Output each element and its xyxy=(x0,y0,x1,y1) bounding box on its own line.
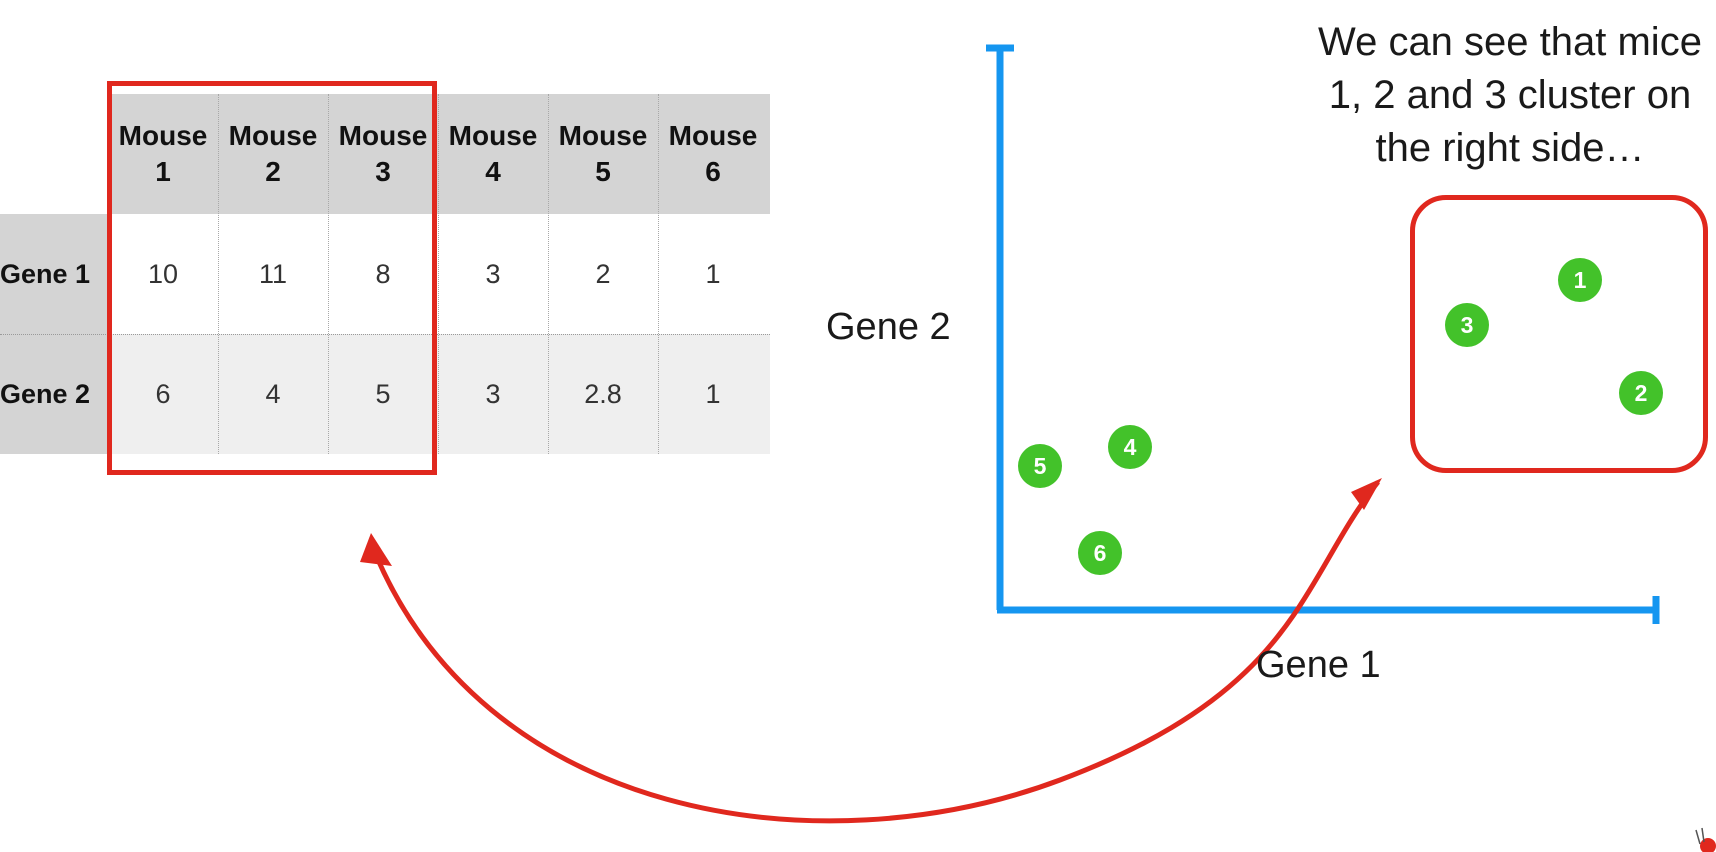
table-cell: 2 xyxy=(595,258,611,289)
point-mouse-1: 1 xyxy=(1558,258,1602,302)
table-cell: 5 xyxy=(375,378,391,409)
mice-1-3-highlight-box xyxy=(107,81,437,475)
table-cell: 1 xyxy=(705,258,721,289)
column-divider xyxy=(548,94,549,454)
column-header-mouse-6: Mouse 6 xyxy=(668,120,758,187)
table-cell: 2.8 xyxy=(584,378,622,409)
corner-logo-icon xyxy=(1695,827,1716,852)
column-header-mouse-3: Mouse 3 xyxy=(338,120,428,187)
table-cell: 3 xyxy=(485,258,501,289)
point-mouse-4: 4 xyxy=(1108,425,1152,469)
table-cell: 10 xyxy=(147,258,179,289)
column-divider xyxy=(328,94,329,454)
table-cell: 8 xyxy=(375,258,391,289)
column-header-mouse-1: Mouse 1 xyxy=(118,120,208,187)
point-mouse-3: 3 xyxy=(1445,303,1489,347)
point-mouse-6: 6 xyxy=(1078,531,1122,575)
column-header-mouse-2: Mouse 2 xyxy=(228,120,318,187)
table-cell: 1 xyxy=(705,378,721,409)
arrowhead-right xyxy=(1351,478,1382,510)
column-header-mouse-4: Mouse 4 xyxy=(448,120,538,187)
row-header-gene-1: Gene 1 xyxy=(0,214,108,334)
arrowhead-left xyxy=(360,533,392,566)
table-cell: 6 xyxy=(155,378,171,409)
point-mouse-2: 2 xyxy=(1619,371,1663,415)
caption-text: We can see that mice 1, 2 and 3 cluster … xyxy=(1318,20,1702,170)
cluster-highlight-box xyxy=(1410,195,1708,473)
column-header-mouse-5: Mouse 5 xyxy=(558,120,648,187)
table-cell: 4 xyxy=(265,378,281,409)
y-axis-label: Gene 2 xyxy=(826,306,951,348)
table-cell: 3 xyxy=(485,378,501,409)
row-header-gene-2: Gene 2 xyxy=(0,334,108,454)
column-divider xyxy=(218,94,219,454)
point-mouse-5: 5 xyxy=(1018,444,1062,488)
x-axis-label: Gene 1 xyxy=(1256,644,1381,686)
column-divider xyxy=(658,94,659,454)
connecting-arrow xyxy=(368,480,1380,824)
column-divider xyxy=(438,94,439,454)
table-cell: 11 xyxy=(258,258,288,289)
row-divider xyxy=(0,334,770,335)
